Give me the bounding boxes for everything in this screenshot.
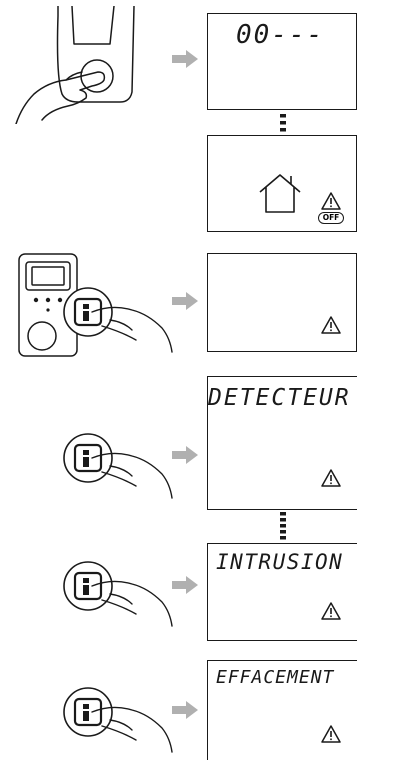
connector-dots: [280, 512, 286, 540]
info-button-icon: [63, 687, 173, 753]
warning-icon: [321, 192, 341, 210]
info-button-icon: [63, 561, 173, 627]
lcd-text: 00---: [236, 20, 325, 50]
lcd-screen-6: EFFACEMENT: [207, 660, 357, 760]
device-press-illustration: [15, 6, 135, 124]
lcd-screen-3: [207, 253, 357, 352]
warning-icon: [321, 316, 341, 334]
info-button-icon: [63, 433, 173, 499]
warning-icon: [321, 725, 341, 743]
arrow-right-icon: [172, 446, 198, 464]
warning-icon: [321, 469, 341, 487]
lcd-screen-4: DETECTEUR: [207, 376, 357, 510]
lcd-text: EFFACEMENT: [216, 667, 335, 688]
lcd-screen-5: INTRUSION: [207, 543, 357, 641]
info-button-icon: [63, 287, 173, 353]
arrow-right-icon: [172, 292, 198, 310]
arrow-right-icon: [172, 576, 198, 594]
lcd-screen-2: OFF: [207, 135, 357, 232]
arrow-right-icon: [172, 50, 198, 68]
connector-dots: [280, 114, 286, 132]
lcd-text: DETECTEUR: [208, 385, 351, 411]
lcd-text: INTRUSION: [216, 550, 344, 574]
warning-icon: [321, 602, 341, 620]
house-icon: [259, 174, 301, 213]
lcd-screen-1: 00---: [207, 13, 357, 110]
arrow-right-icon: [172, 701, 198, 719]
off-badge: OFF: [318, 212, 344, 224]
off-label: OFF: [322, 213, 340, 223]
